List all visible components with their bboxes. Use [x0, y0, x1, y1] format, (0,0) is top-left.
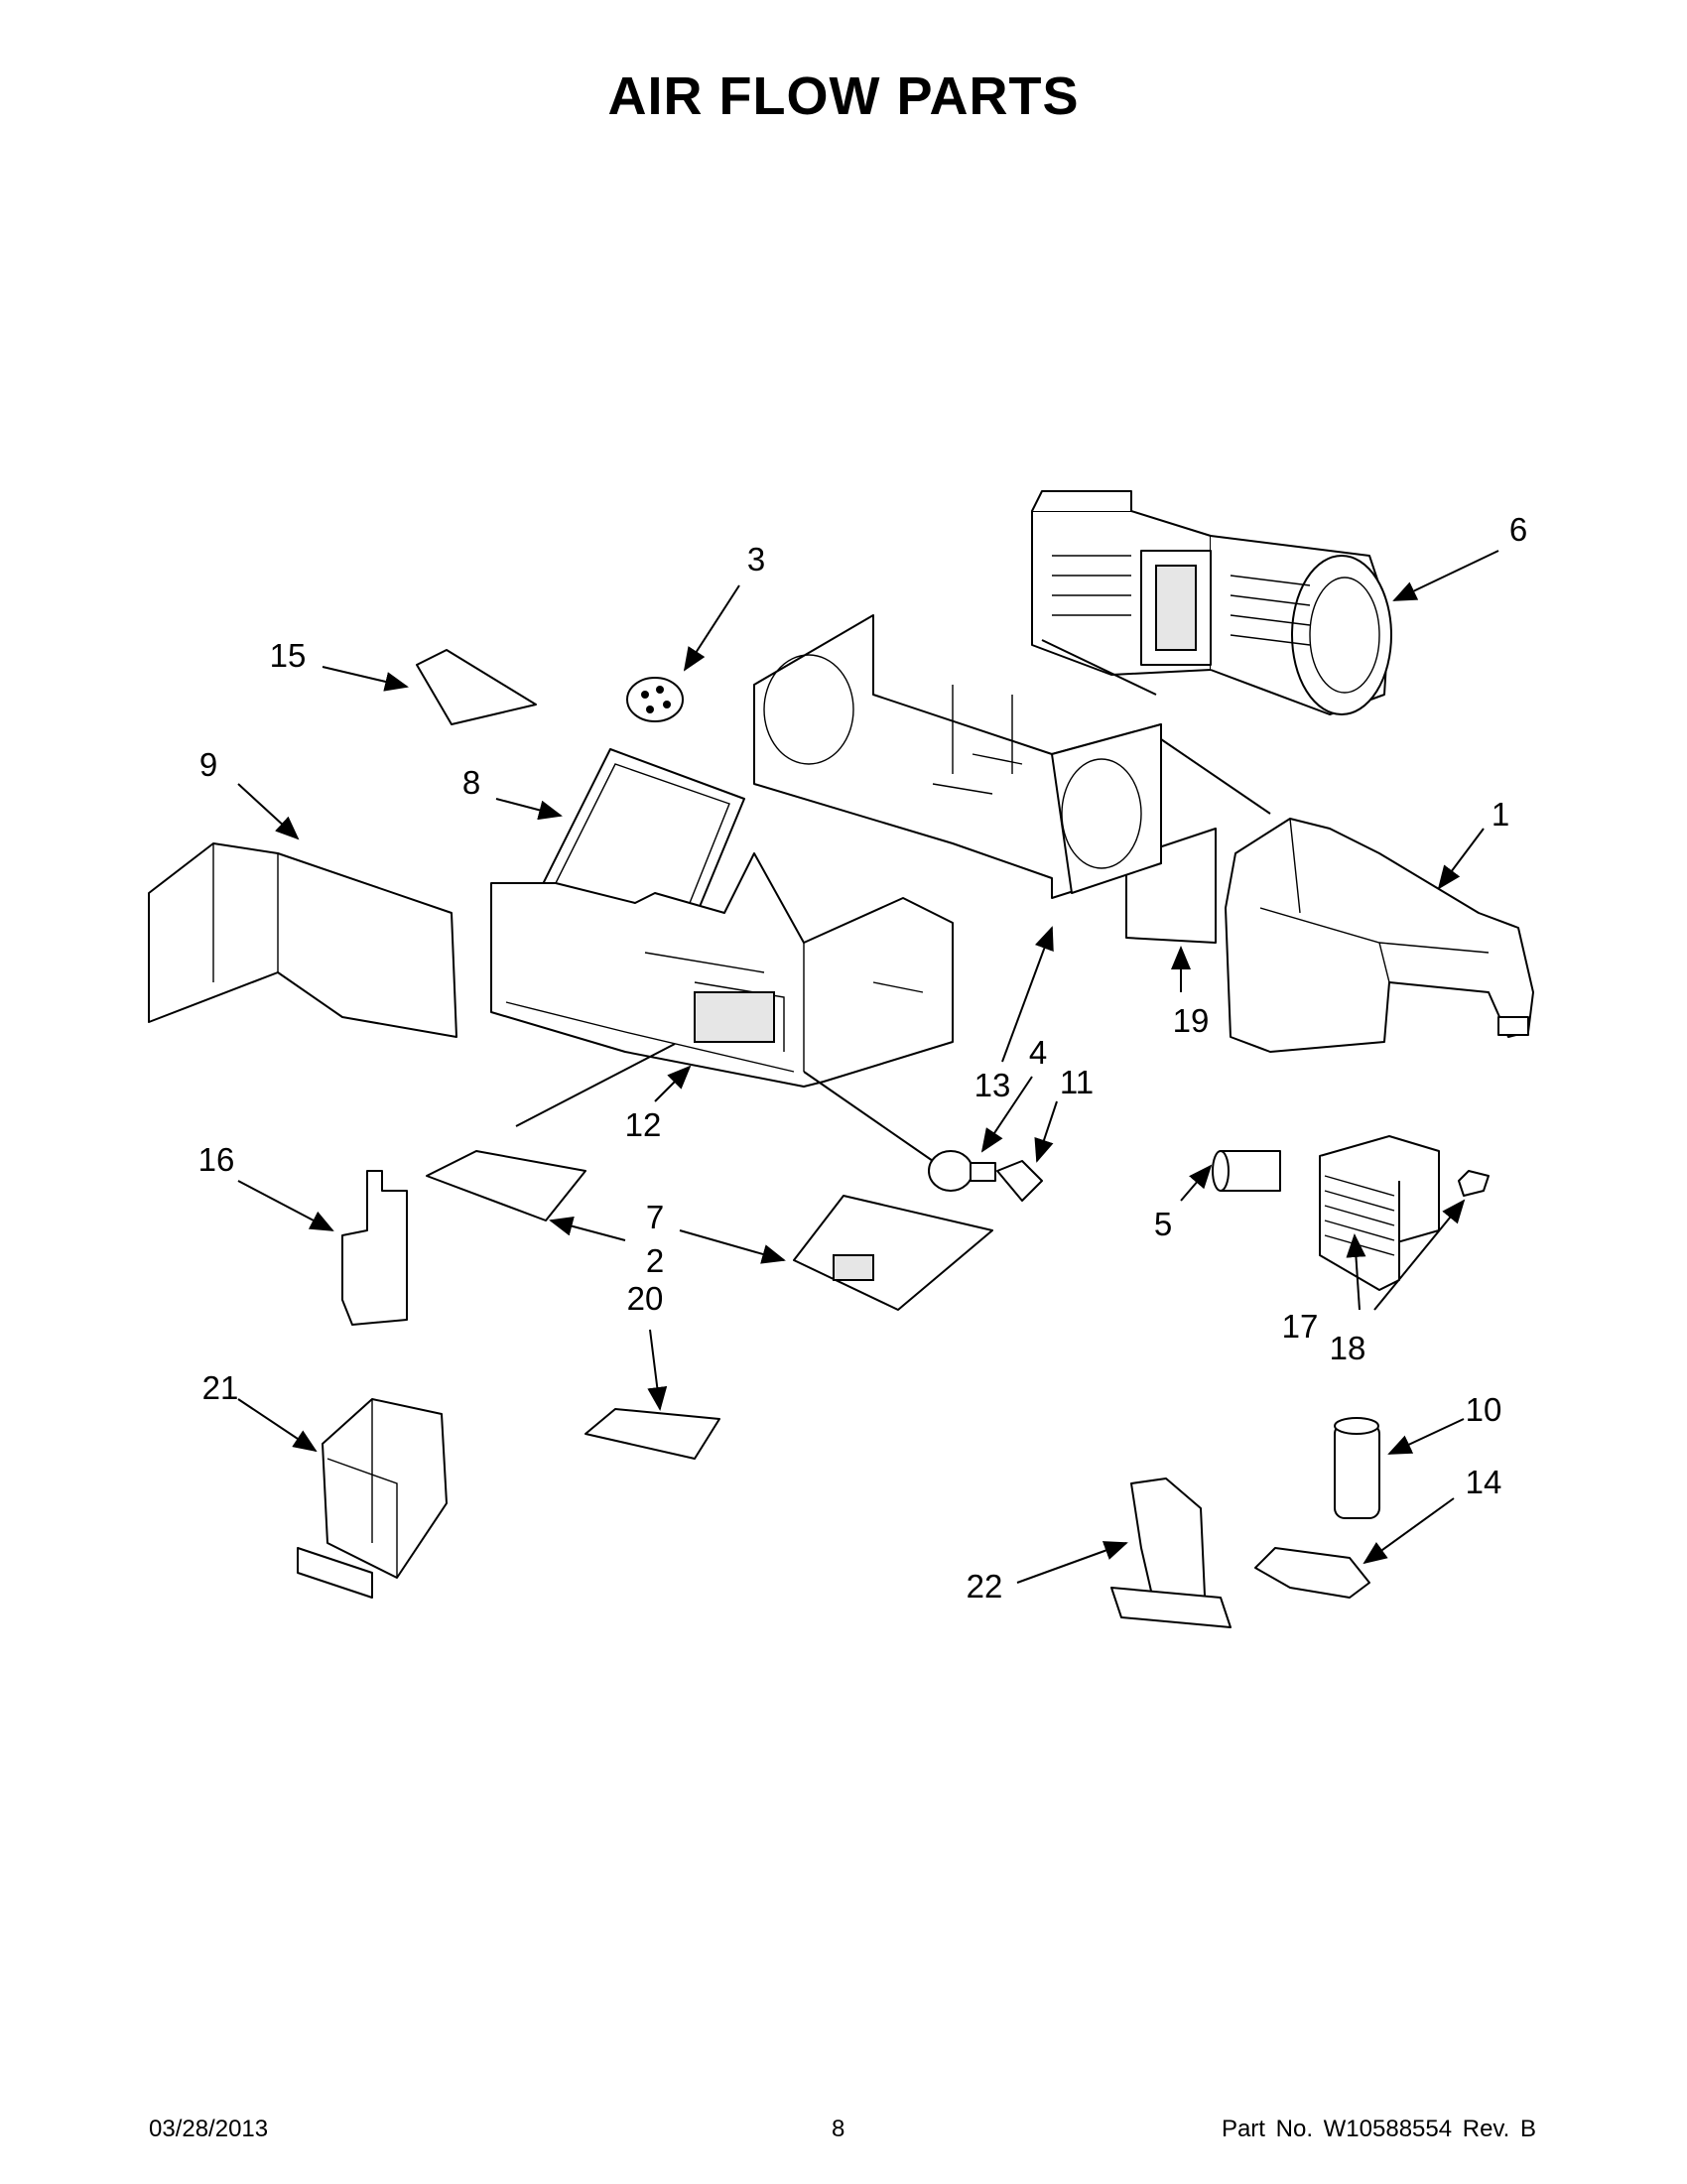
part-transformer-17 [1319, 1135, 1440, 1291]
callout-7: 7 [646, 1199, 664, 1235]
part-housing-21 [297, 1398, 448, 1599]
callout-20: 20 [627, 1280, 664, 1317]
callout-5: 5 [1154, 1206, 1172, 1242]
callout-15: 15 [270, 637, 307, 674]
callout-2: 2 [646, 1242, 664, 1279]
callout-11: 11 [1060, 1064, 1094, 1100]
part-bracket-14 [1254, 1547, 1370, 1599]
part-lamp-4 [928, 1150, 996, 1192]
callout-leaders [237, 550, 1499, 1584]
callout-6: 6 [1509, 511, 1527, 548]
callout-1: 1 [1492, 796, 1509, 833]
part-main-frame-rear [753, 614, 1162, 899]
footer-page-number: 8 [832, 2116, 845, 2142]
callout-17: 17 [1282, 1308, 1319, 1345]
part-base-frame-12 [490, 852, 954, 1088]
callout-4: 4 [1029, 1034, 1047, 1071]
callout-16: 16 [198, 1141, 235, 1178]
part-plate-2 [426, 1150, 586, 1221]
part-socket-11 [996, 1160, 1043, 1202]
part-air-duct [1225, 818, 1534, 1053]
callout-labels: 6 3 15 9 8 1 13 19 4 11 12 5 16 7 2 20 1… [198, 511, 1528, 1605]
callout-14: 14 [1466, 1464, 1502, 1500]
part-card-20 [584, 1408, 720, 1460]
callout-8: 8 [462, 764, 480, 801]
part-thermal-18 [1458, 1170, 1490, 1197]
part-capacitor-10 [1334, 1417, 1380, 1519]
part-cylinder-5 [1212, 1150, 1281, 1192]
part-guide-22 [1110, 1477, 1232, 1628]
callout-10: 10 [1466, 1391, 1502, 1428]
footer-date: 03/28/2013 [149, 2116, 269, 2142]
footer-part-number: Part No. W10588554 Rev. B [1221, 2116, 1536, 2142]
part-side-shield-9 [148, 842, 457, 1038]
part-bracket-16 [341, 1170, 408, 1326]
callout-12: 12 [625, 1106, 662, 1143]
callout-21: 21 [202, 1369, 239, 1406]
callout-13: 13 [974, 1067, 1011, 1103]
part-blower-assembly [1031, 490, 1392, 715]
callout-9: 9 [199, 746, 217, 783]
part-switch-3 [626, 677, 684, 722]
callout-19: 19 [1173, 1002, 1210, 1039]
page-title: AIR FLOW PARTS [607, 66, 1080, 126]
callout-18: 18 [1330, 1330, 1366, 1366]
callout-22: 22 [967, 1568, 1003, 1605]
part-tray-7 [793, 1195, 993, 1311]
part-label-15 [416, 649, 537, 725]
callout-3: 3 [747, 541, 765, 578]
